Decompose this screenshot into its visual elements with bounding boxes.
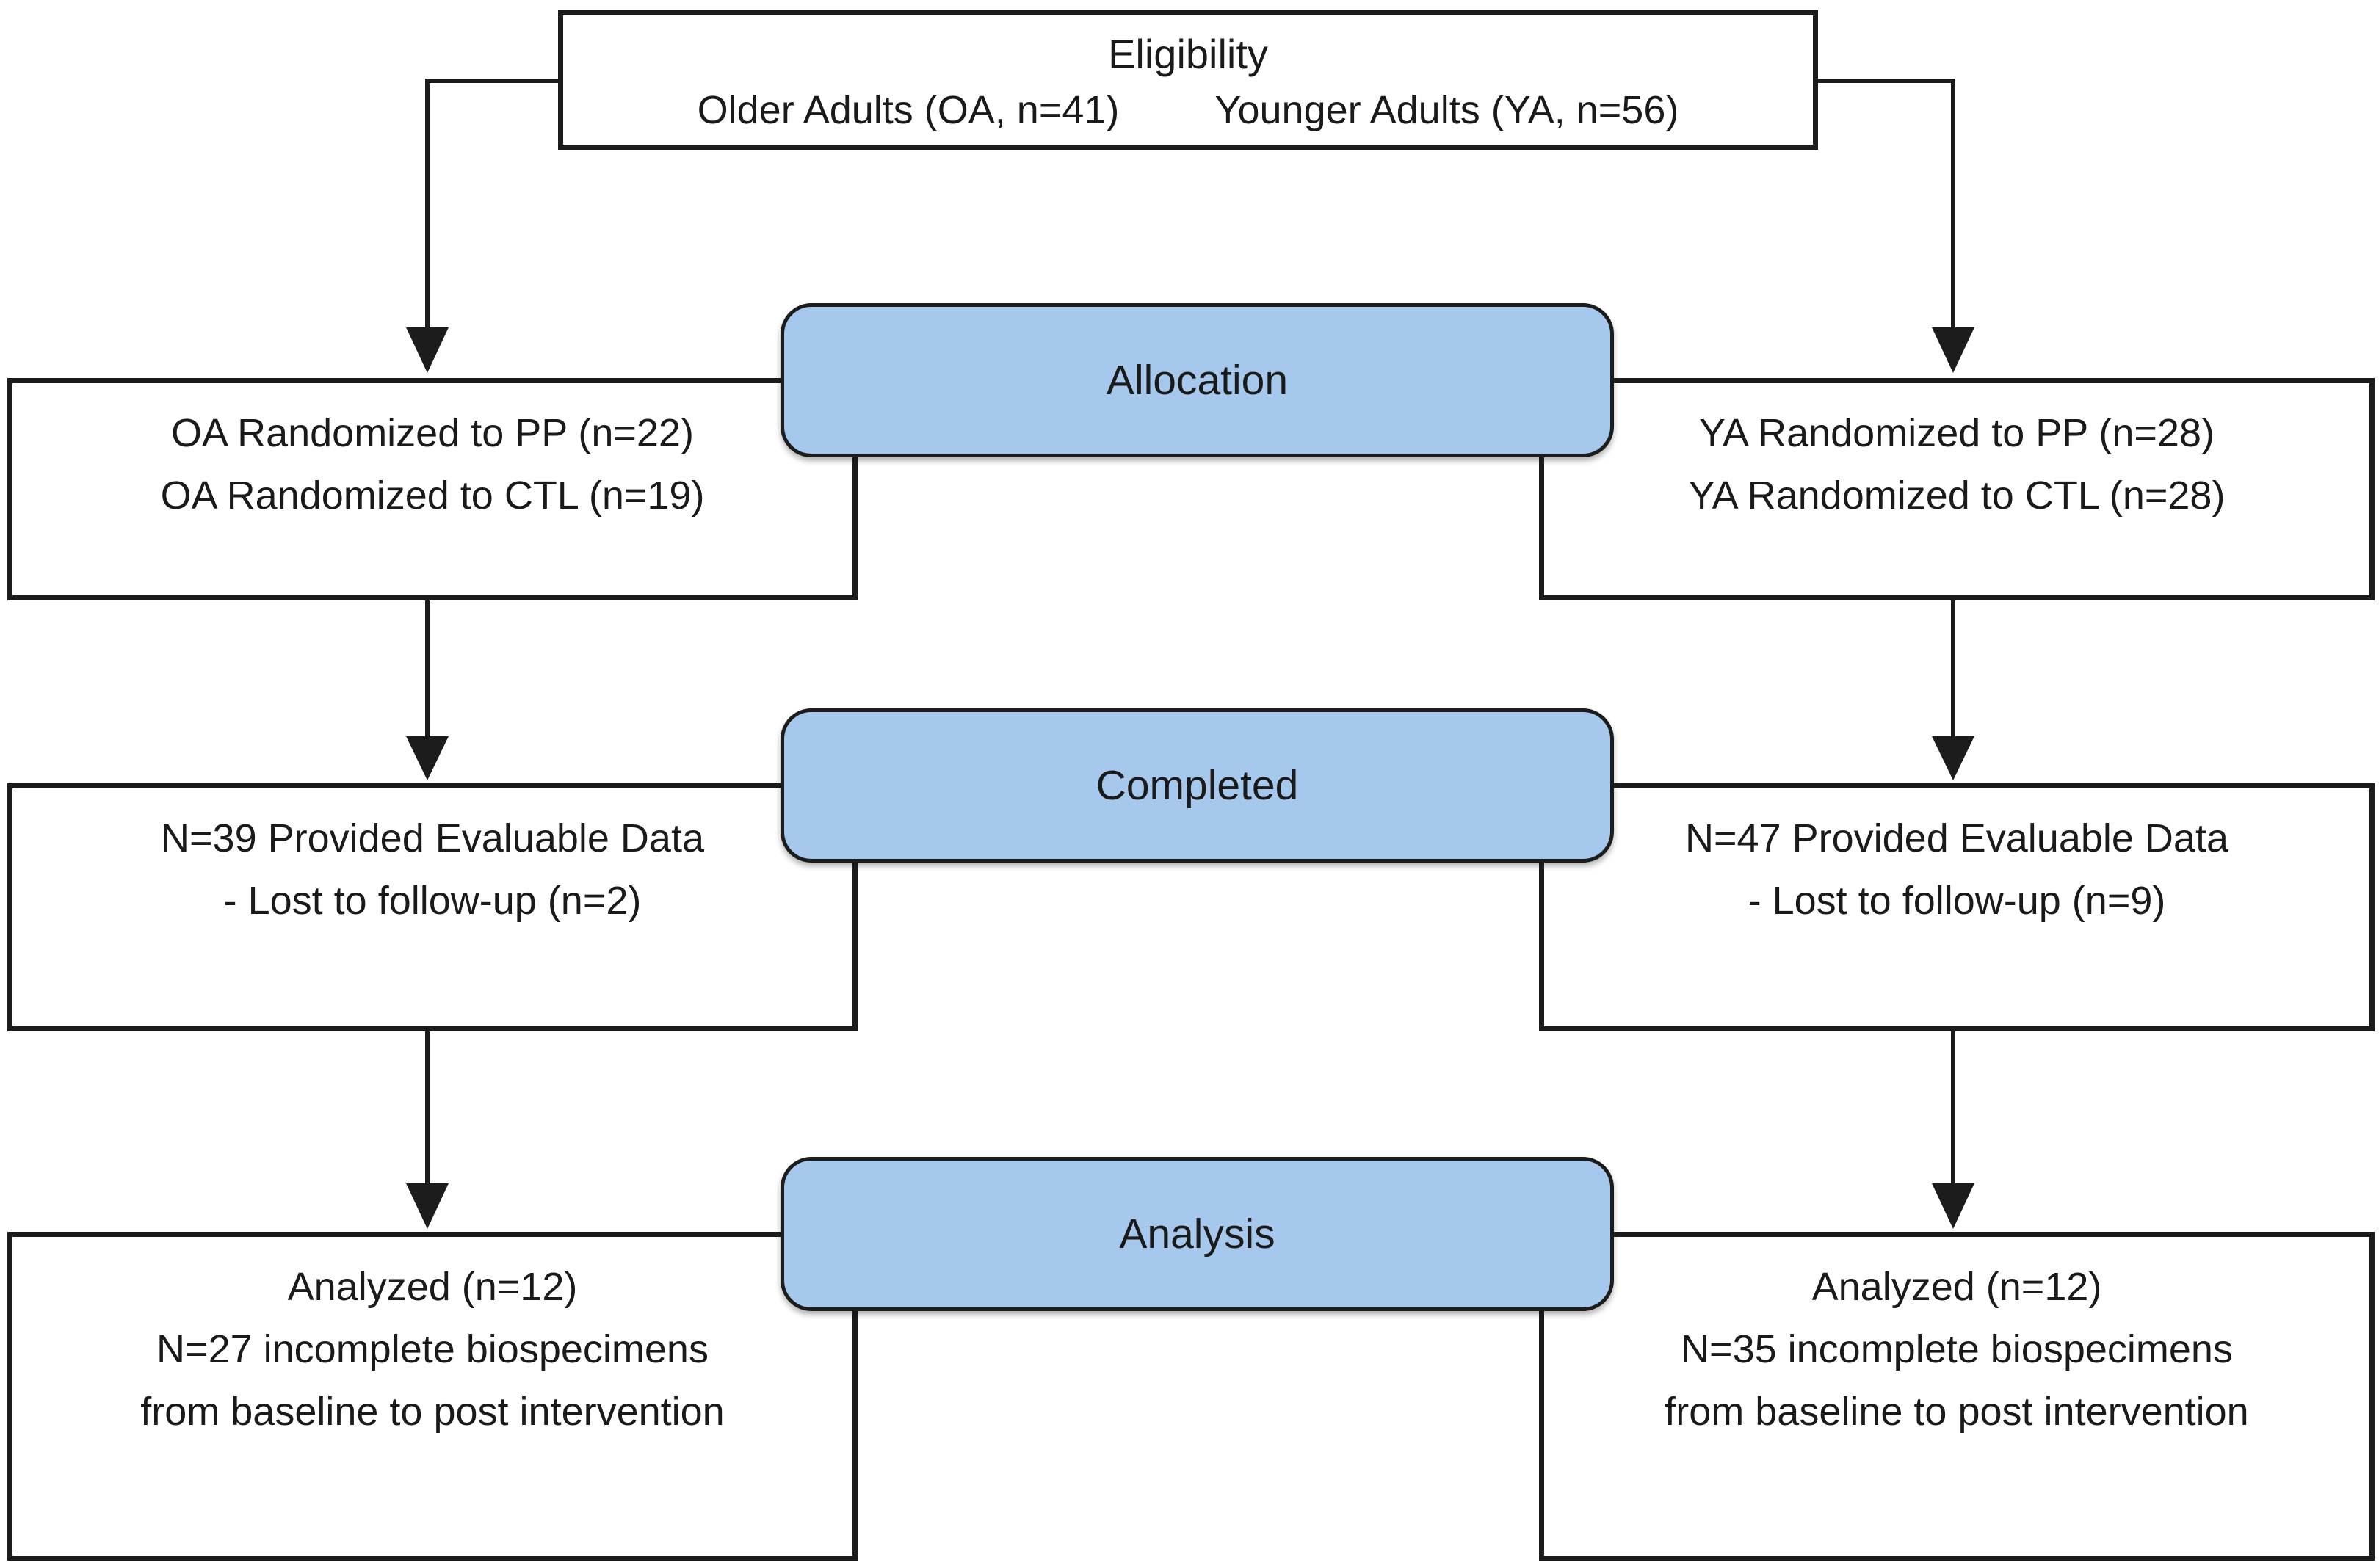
analysis-stage-pill: Analysis — [781, 1157, 1614, 1311]
eligibility-box: Eligibility Older Adults (OA, n=41) Youn… — [558, 10, 1818, 150]
completed-stage-pill: Completed — [781, 708, 1614, 863]
oa-evaluable-data-line: N=39 Provided Evaluable Data — [161, 816, 704, 860]
oa-lost-followup-line: - Lost to follow-up (n=2) — [223, 878, 642, 923]
arrowhead-oa-completed-icon — [406, 736, 449, 780]
oa-incomplete-biospecimens-line: N=27 incomplete biospecimens — [156, 1326, 709, 1371]
arrowhead-ya-allocation-icon — [1932, 327, 1974, 373]
connector-eligibility-to-oa-allocation — [425, 79, 558, 332]
oa-randomized-ctl-line: OA Randomized to CTL (n=19) — [160, 473, 705, 518]
connector-eligibility-to-ya-allocation — [1815, 79, 1955, 332]
ya-randomized-pp-line: YA Randomized to PP (n=28) — [1699, 411, 2215, 455]
allocation-stage-label: Allocation — [1106, 357, 1289, 404]
arrowhead-oa-analysis-icon — [406, 1183, 449, 1229]
ya-randomized-ctl-line: YA Randomized to CTL (n=28) — [1688, 473, 2226, 518]
older-adults-count-label: Older Adults (OA, n=41) — [697, 88, 1120, 133]
oa-biospecimens-timeframe-line: from baseline to post intervention — [140, 1389, 725, 1434]
completed-stage-label: Completed — [1096, 762, 1299, 809]
ya-analysis-box: Analyzed (n=12) N=35 incomplete biospeci… — [1539, 1232, 2375, 1561]
oa-analyzed-line: Analyzed (n=12) — [287, 1265, 578, 1309]
ya-biospecimens-timeframe-line: from baseline to post intervention — [1665, 1389, 2249, 1434]
ya-analyzed-line: Analyzed (n=12) — [1811, 1265, 2102, 1309]
ya-allocation-box: YA Randomized to PP (n=28) YA Randomized… — [1539, 378, 2375, 600]
oa-allocation-box: OA Randomized to PP (n=22) OA Randomized… — [7, 378, 858, 600]
oa-randomized-pp-line: OA Randomized to PP (n=22) — [171, 411, 694, 455]
allocation-stage-pill: Allocation — [781, 303, 1614, 457]
ya-completed-box: N=47 Provided Evaluable Data - Lost to f… — [1539, 783, 2375, 1031]
ya-incomplete-biospecimens-line: N=35 incomplete biospecimens — [1681, 1326, 2233, 1371]
arrowhead-ya-completed-icon — [1932, 736, 1974, 780]
ya-evaluable-data-line: N=47 Provided Evaluable Data — [1685, 816, 2228, 860]
oa-analysis-box: Analyzed (n=12) N=27 incomplete biospeci… — [7, 1232, 858, 1561]
eligibility-groups-row: Older Adults (OA, n=41) Younger Adults (… — [563, 87, 1813, 133]
arrowhead-ya-analysis-icon — [1932, 1183, 1974, 1229]
oa-completed-box: N=39 Provided Evaluable Data - Lost to f… — [7, 783, 858, 1031]
eligibility-title: Eligibility — [1108, 31, 1268, 77]
analysis-stage-label: Analysis — [1119, 1211, 1275, 1257]
younger-adults-count-label: Younger Adults (YA, n=56) — [1214, 88, 1679, 133]
arrowhead-oa-allocation-icon — [406, 327, 449, 373]
ya-lost-followup-line: - Lost to follow-up (n=9) — [1748, 878, 2166, 923]
